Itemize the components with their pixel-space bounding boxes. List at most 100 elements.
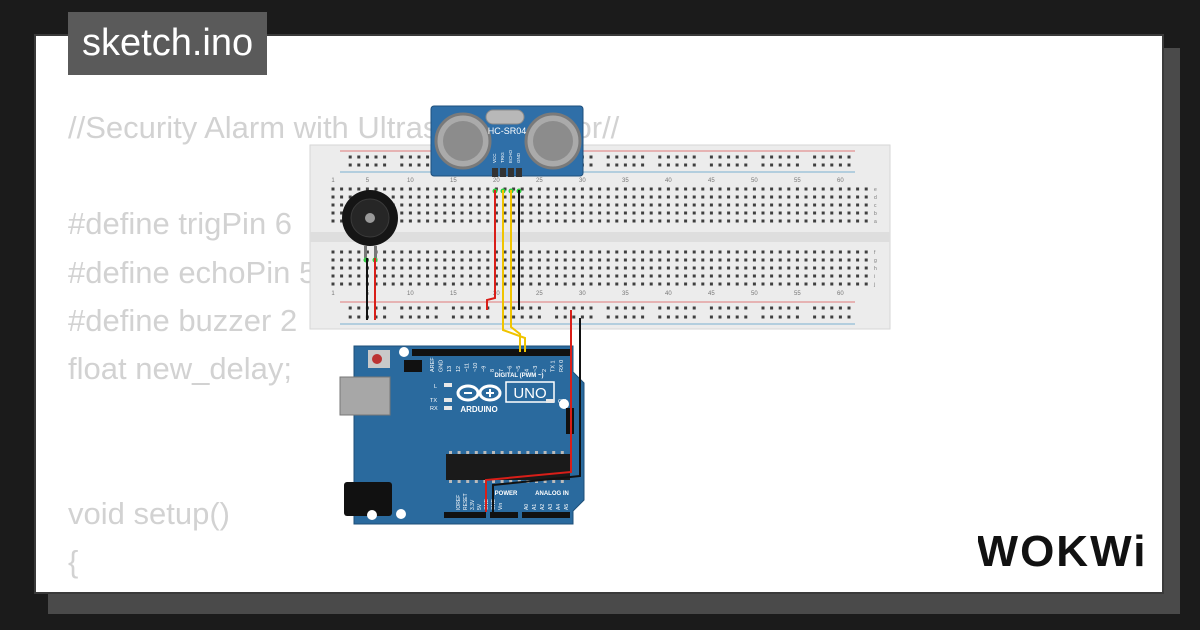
analog-pin-label: A2: [540, 504, 546, 510]
code-line: #define trigPin 6: [68, 206, 293, 242]
row-letter: e: [874, 187, 877, 193]
sensor-pin-echo: ECHO: [508, 149, 513, 163]
digital-pin-label: ~9: [482, 366, 488, 372]
column-number: 20: [493, 291, 500, 297]
column-number: 25: [536, 291, 543, 297]
led-label-tx: TX: [430, 398, 437, 404]
digital-header: [412, 349, 570, 356]
analog-pin-label: A4: [556, 504, 562, 510]
column-number: 35: [622, 178, 629, 184]
digital-pin-label: RX 0: [559, 360, 565, 372]
sensor-pin-vcc: VCC: [492, 153, 497, 163]
column-number: 1: [331, 178, 335, 184]
column-number: 60: [837, 178, 844, 184]
row-letter: g: [874, 258, 877, 264]
sensor-model-label: HC-SR04: [488, 126, 527, 136]
column-number: 20: [493, 178, 500, 184]
row-letter: d: [874, 195, 877, 201]
column-number: 50: [751, 178, 758, 184]
analog-label: ANALOG IN: [535, 491, 569, 497]
on-label: ON: [558, 399, 566, 405]
wokwi-logo-text: WOKWi: [978, 527, 1147, 574]
column-number: 15: [450, 178, 457, 184]
arduino-logo: [456, 384, 502, 402]
column-number: 35: [622, 291, 629, 297]
code-line: //Security Alarm with Ultrasonic Sensor/…: [68, 110, 620, 145]
code-line: #define buzzer 2: [68, 302, 298, 338]
wire-sensor-trig-yellow: [502, 190, 526, 352]
column-number: 30: [579, 178, 586, 184]
digital-pin-label: TX 1: [550, 360, 556, 372]
board-brand: ARDUINO: [460, 405, 497, 414]
board-model: UNO: [513, 385, 546, 402]
column-number: 45: [708, 178, 715, 184]
code-line: Serial.begin(9600);: [68, 586, 619, 593]
wire-sensor-vcc: [486, 190, 496, 310]
column-number: 55: [794, 178, 801, 184]
column-number: 15: [450, 291, 457, 297]
code-line: void setup(): [68, 495, 230, 531]
column-number: 1: [331, 291, 335, 297]
wire-rail-red-to-5v: [485, 310, 572, 512]
analog-pin-label: A0: [524, 504, 530, 510]
code-line: #define echoPin 5: [68, 254, 317, 290]
digital-pin-label: GND: [439, 360, 445, 372]
code-preview: //Security Alarm with Ultrasonic Sensor/…: [68, 104, 620, 593]
digital-label: DIGITAL (PWM ~): [495, 373, 544, 379]
column-number: 50: [751, 291, 758, 297]
digital-pin-label: 12: [456, 366, 462, 372]
power-pin-label: IOREF: [456, 495, 462, 510]
row-letter: b: [874, 211, 877, 217]
power-pin-label: Vin: [498, 503, 504, 510]
digital-pin-label: 2: [542, 369, 548, 372]
piezo-buzzer[interactable]: [342, 190, 398, 263]
sensor-pin-trig: TRIG: [500, 152, 505, 163]
power-pin-label: 5V: [477, 503, 483, 510]
analog-pin-label: A1: [532, 504, 538, 510]
wokwi-logo: WOKWi: [978, 527, 1147, 574]
column-number: 55: [794, 291, 801, 297]
analog-pin-label: A5: [564, 504, 570, 510]
digital-pin-label: ~5: [516, 366, 522, 372]
code-line: float new_delay;: [68, 350, 293, 386]
ultrasonic-sensor[interactable]: HC-SR04 VCC TRIG ECHO GND: [430, 105, 584, 194]
row-letter: a: [874, 219, 877, 225]
led-label-l: L: [434, 384, 437, 390]
column-number: 30: [579, 291, 586, 297]
power-pin-label: RESET: [463, 493, 469, 510]
digital-pin-label: 4: [525, 369, 531, 372]
wire-sensor-echo-yellow: [510, 190, 521, 352]
digital-pin-label: AREF: [430, 357, 436, 372]
digital-pin-label: 7: [499, 369, 505, 372]
column-number: 60: [837, 291, 844, 297]
row-letter: f: [874, 250, 876, 256]
column-number: 40: [665, 291, 672, 297]
row-letter: c: [874, 203, 877, 209]
column-number: 5: [366, 178, 370, 184]
column-number: 25: [536, 178, 543, 184]
column-number: 45: [708, 291, 715, 297]
wires: [366, 190, 581, 512]
digital-pin-label: 8: [490, 369, 496, 372]
power-label: POWER: [495, 491, 518, 497]
column-number: 10: [407, 178, 414, 184]
digital-pin-label: 13: [447, 366, 453, 372]
digital-pin-label: ~6: [507, 366, 513, 372]
power-pin-label: 3.3V: [470, 499, 476, 510]
column-number: 10: [407, 291, 414, 297]
column-number: 40: [665, 178, 672, 184]
digital-pin-label: ~3: [533, 366, 539, 372]
analog-pin-label: A3: [548, 504, 554, 510]
code-line: {: [68, 543, 79, 579]
filename-tab[interactable]: sketch.ino: [68, 12, 268, 75]
wire-rail-black-to-gnd: [492, 318, 581, 512]
digital-pin-label: ~11: [464, 363, 470, 372]
digital-pin-label: ~10: [473, 363, 479, 372]
